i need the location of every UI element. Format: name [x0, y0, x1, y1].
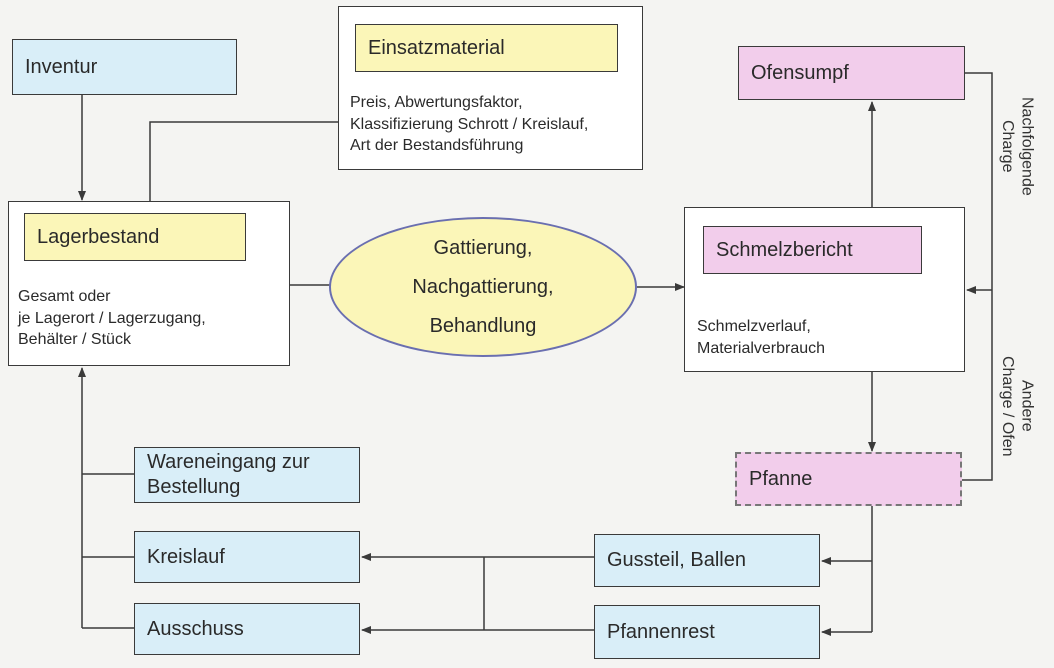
inventur-label: Inventur: [25, 55, 98, 78]
gussteil-box: Gussteil, Ballen: [594, 534, 820, 587]
pfanne-label: Pfanne: [749, 467, 813, 490]
schmelzbericht-box: Schmelzbericht: [703, 226, 922, 274]
gussteil-label: Gussteil, Ballen: [607, 549, 746, 571]
line-einsatzmaterial-lagerbestand: [149, 121, 338, 201]
pfanne-box: Pfanne: [735, 452, 962, 506]
ausschuss-label: Ausschuss: [147, 617, 244, 640]
lagerbestand-label: Lagerbestand: [37, 225, 160, 248]
wareneingang-box: Wareneingang zur Bestellung: [134, 447, 360, 503]
pfannenrest-box: Pfannenrest: [594, 605, 820, 659]
gattierung-ellipse: Gattierung, Nachgattierung, Behandlung: [329, 217, 637, 357]
kreislauf-label: Kreislauf: [147, 545, 225, 568]
ausschuss-box: Ausschuss: [134, 603, 360, 655]
line-pfanne-loop: [962, 290, 993, 481]
line-ofensumpf-loop: [965, 72, 993, 290]
einsatzmaterial-box: Einsatzmaterial: [355, 24, 618, 72]
andere-charge-label: Andere Charge / Ofen: [999, 355, 1036, 457]
ofensumpf-box: Ofensumpf: [738, 46, 965, 100]
schmelzbericht-description: Schmelzverlauf, Materialverbrauch: [697, 318, 826, 357]
ofensumpf-label: Ofensumpf: [751, 61, 849, 84]
kreislauf-box: Kreislauf: [134, 531, 360, 583]
nachfolgende-charge-label: Nachfolgende Charge: [999, 96, 1036, 196]
lagerbestand-box: Lagerbestand: [24, 213, 246, 261]
pfannenrest-label: Pfannenrest: [607, 620, 715, 643]
inventur-box: Inventur: [12, 39, 237, 95]
schmelzbericht-label: Schmelzbericht: [716, 238, 853, 261]
lagerbestand-description: Gesamt oder je Lagerort / Lagerzugang, B…: [18, 288, 206, 349]
einsatzmaterial-label: Einsatzmaterial: [368, 36, 505, 59]
einsatzmaterial-description: Preis, Abwertungsfaktor, Klassifizierung…: [350, 94, 589, 155]
wareneingang-label: Wareneingang zur Bestellung: [147, 451, 310, 498]
